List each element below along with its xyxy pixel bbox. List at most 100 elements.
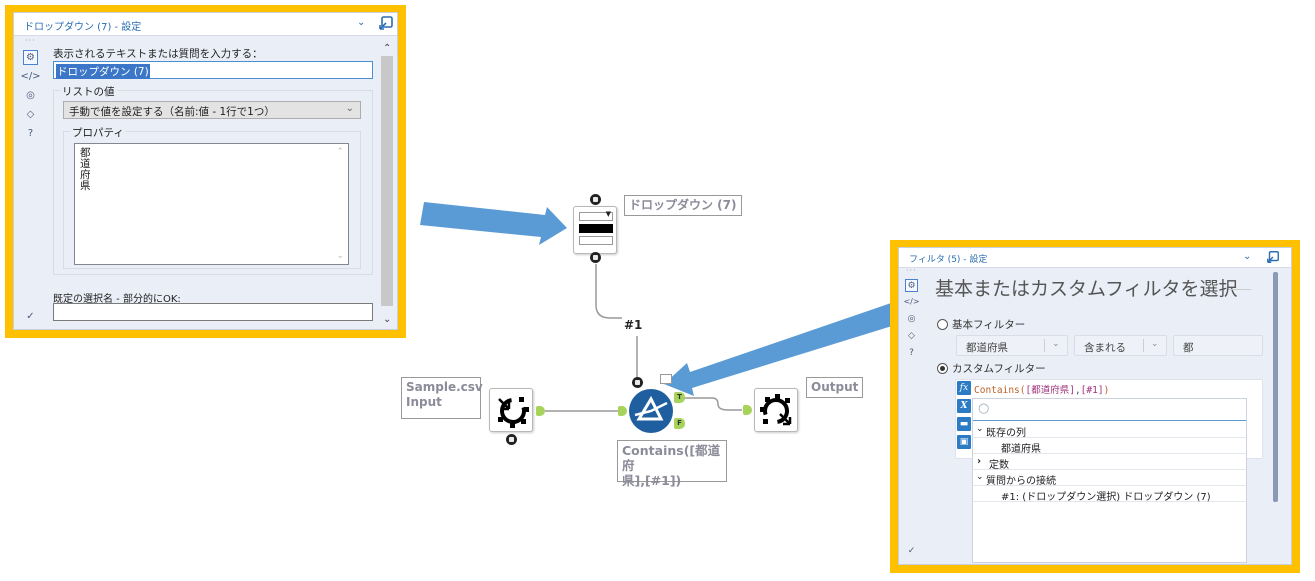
expression-text[interactable]: Contains([都道府県],[#1]) bbox=[974, 382, 1109, 396]
input-output-anchor[interactable] bbox=[536, 406, 545, 416]
expr-field: [都道府県] bbox=[1025, 385, 1075, 396]
question-anchor-top[interactable] bbox=[590, 194, 601, 205]
input-question-anchor[interactable] bbox=[506, 434, 517, 445]
basic-value-input[interactable]: 都 bbox=[1173, 335, 1263, 356]
dock-icon[interactable] bbox=[378, 15, 394, 31]
gear-icon[interactable]: ⚙ bbox=[23, 50, 38, 65]
help-icon[interactable]: ? bbox=[909, 347, 914, 358]
tree-label: 質問からの接続 bbox=[986, 476, 1056, 487]
prompt-label: 表示されるテキストまたは質問を入力する： bbox=[53, 48, 263, 60]
scroll-up-icon[interactable]: ⌃ bbox=[336, 147, 344, 157]
filter-question-anchor[interactable] bbox=[632, 377, 643, 388]
gear-icon[interactable]: ⚙ bbox=[905, 279, 918, 292]
list-item: 県 bbox=[80, 180, 91, 192]
filter-heading: 基本またはカスタムフィルタを選択 bbox=[935, 278, 1238, 300]
tree-label: #1: (ドロップダウン選択) ドロップダウン (7) bbox=[1001, 492, 1211, 503]
scroll-down-icon[interactable]: ⌄ bbox=[383, 314, 392, 325]
callout-arrow-right bbox=[664, 300, 905, 396]
filter-tool[interactable] bbox=[629, 389, 673, 433]
properties-textarea[interactable]: 都 道 府 県 ⌃ ⌄ bbox=[74, 143, 349, 265]
default-label: 既定の選択名 - 部分的にOK: bbox=[53, 294, 181, 305]
tree-item-constants[interactable]: › 定数 bbox=[973, 454, 1246, 471]
filter-prism-icon bbox=[634, 395, 668, 421]
list-mode-select[interactable]: 手動で値を設定する（名前:値 - 1行で1つ） ⌄ bbox=[63, 101, 361, 119]
basic-filter-radio[interactable] bbox=[937, 319, 948, 330]
filter-config-panel: フィルタ (5) - 設定 ⌄ ··· ⚙ </> ◎ ◇ ? ✓ 基本またはカ… bbox=[898, 247, 1292, 565]
question-anchor-bottom[interactable] bbox=[590, 252, 601, 263]
dropdown-tool-field: ▼ bbox=[579, 210, 613, 221]
filter-false-anchor[interactable]: F bbox=[674, 418, 685, 429]
tree-item-existing-columns[interactable]: ⌄ 既存の列 bbox=[973, 422, 1246, 439]
panel-title: ドロップダウン (7) - 設定 bbox=[24, 22, 142, 33]
picker-search-input[interactable]: ○ bbox=[973, 399, 1246, 421]
output-tool-label: Output bbox=[806, 377, 864, 398]
dropdown-tool-selected bbox=[579, 224, 613, 233]
open-folder-icon[interactable]: ▬ bbox=[957, 417, 971, 431]
filter-input-anchor[interactable] bbox=[618, 406, 627, 416]
basic-operator-value: 含まれる bbox=[1084, 342, 1126, 354]
output-gear-icon bbox=[760, 394, 792, 426]
target-icon[interactable]: ◎ bbox=[907, 313, 916, 324]
code-icon[interactable]: </> bbox=[903, 297, 920, 306]
default-input[interactable] bbox=[53, 303, 373, 321]
heading-rule bbox=[1229, 289, 1251, 290]
tag-icon[interactable]: ◇ bbox=[908, 330, 915, 341]
basic-filter-label: 基本フィルター bbox=[952, 319, 1026, 331]
code-icon[interactable]: </> bbox=[20, 71, 41, 82]
chevron-down-icon: ⌄ bbox=[1052, 339, 1060, 349]
list-values-legend: リストの値 bbox=[60, 84, 117, 99]
more-dots: ··· bbox=[906, 266, 917, 275]
dropdown-tool[interactable]: ▼ bbox=[573, 206, 617, 254]
search-icon: ○ bbox=[978, 401, 990, 416]
check-circle-icon[interactable]: ✓ bbox=[26, 311, 35, 322]
basic-field-select[interactable]: 都道府県 ⌄ bbox=[956, 335, 1068, 356]
help-icon[interactable]: ? bbox=[27, 128, 34, 139]
panel-header: ドロップダウン (7) - 設定 ⌄ bbox=[14, 13, 397, 36]
expr-comma: , bbox=[1074, 385, 1081, 396]
save-icon[interactable]: ▣ bbox=[957, 435, 971, 449]
check-circle-icon[interactable]: ✓ bbox=[907, 545, 916, 556]
target-icon[interactable]: ◎ bbox=[26, 90, 35, 101]
scroll-up-icon[interactable]: ⌃ bbox=[383, 43, 392, 54]
tree-item-question-param[interactable]: #1: (ドロップダウン選択) ドロップダウン (7) bbox=[973, 486, 1246, 503]
input-tool[interactable] bbox=[489, 388, 533, 432]
scroll-down-icon[interactable]: ⌄ bbox=[336, 251, 344, 261]
callout-arrow-left bbox=[420, 202, 567, 245]
sidebar: ··· ⚙ </> ◎ ◇ ? ✓ bbox=[899, 266, 925, 564]
filter-comment-box bbox=[660, 374, 672, 384]
filter-true-anchor[interactable]: T bbox=[674, 392, 685, 403]
tree-label: 定数 bbox=[989, 460, 1009, 471]
input-gear-icon bbox=[498, 397, 529, 428]
output-tool[interactable] bbox=[754, 388, 798, 432]
select-divider bbox=[1044, 339, 1045, 352]
dock-icon[interactable] bbox=[1266, 250, 1280, 264]
chevron-down-icon: ⌄ bbox=[345, 103, 354, 114]
select-divider bbox=[1143, 339, 1144, 352]
tree-item-question-connections[interactable]: ⌄ 質問からの接続 bbox=[973, 470, 1246, 487]
output-input-anchor[interactable] bbox=[743, 405, 752, 415]
vertical-scrollbar[interactable] bbox=[1273, 272, 1278, 502]
list-item: 府 bbox=[80, 169, 91, 181]
tag-icon[interactable]: ◇ bbox=[26, 109, 35, 120]
expr-function: Contains( bbox=[974, 385, 1026, 396]
chevron-down-icon[interactable]: ⌄ bbox=[357, 17, 366, 28]
scrollbar-thumb[interactable] bbox=[381, 56, 393, 306]
tree-item-field[interactable]: 都道府県 bbox=[973, 438, 1246, 455]
basic-operator-select[interactable]: 含まれる ⌄ bbox=[1074, 335, 1167, 356]
dropdown-config-panel: ドロップダウン (7) - 設定 ⌄ ··· ⚙ </> ◎ ◇ ? ✓ 表示さ… bbox=[13, 12, 398, 330]
expr-param: [#1] bbox=[1080, 385, 1104, 396]
fx-icon[interactable]: fx bbox=[957, 381, 971, 395]
properties-legend: プロパティ bbox=[70, 125, 126, 140]
input-tool-label: Sample.csv Input bbox=[401, 377, 483, 419]
properties-group: プロパティ 都 道 府 県 ⌃ ⌄ bbox=[63, 125, 361, 269]
tree-label: 都道府県 bbox=[1001, 444, 1041, 455]
connection-label: #1 bbox=[624, 318, 643, 332]
chevron-down-icon[interactable]: ⌄ bbox=[1243, 251, 1252, 262]
custom-filter-radio[interactable] bbox=[937, 363, 948, 374]
variable-icon[interactable]: X bbox=[957, 399, 971, 413]
triangle-down-icon: ▼ bbox=[605, 210, 611, 218]
prompt-input[interactable]: ドロップダウン (7) bbox=[53, 61, 373, 79]
vertical-scrollbar[interactable]: ⌃ ⌄ bbox=[378, 41, 396, 325]
custom-filter-label: カスタムフィルター bbox=[952, 363, 1046, 375]
